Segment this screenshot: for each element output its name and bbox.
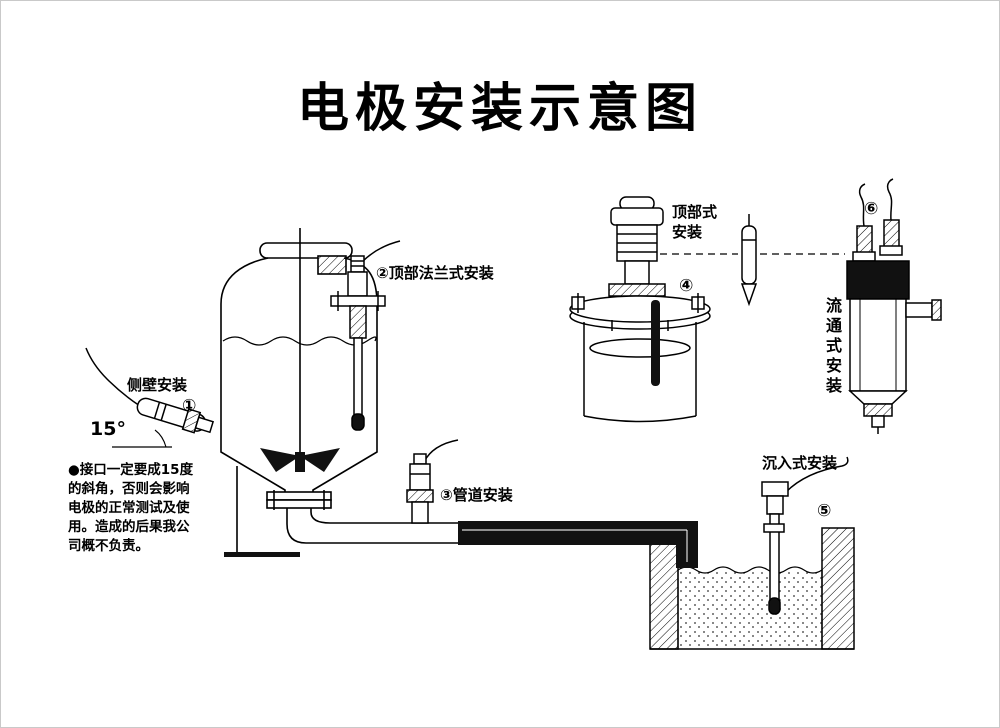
label-pipeline-install: ③管道安装 — [440, 486, 514, 504]
electrode-cable — [361, 240, 401, 263]
angle-arc — [154, 429, 167, 448]
pipeline-electrode — [406, 439, 459, 524]
sump-pit — [649, 522, 855, 650]
submerged-electrode — [761, 456, 849, 615]
num-4-badge: ④ — [679, 276, 693, 296]
drain-pipe — [458, 521, 698, 568]
stirrer-blade-left — [260, 448, 300, 472]
hanging-electrode — [651, 300, 660, 386]
top-flange-electrode — [330, 240, 401, 431]
note-line-2: 的斜角，否则会影响 — [68, 480, 190, 497]
num-1-badge: ① — [182, 396, 196, 416]
electrode-cable — [785, 456, 849, 493]
diagram-title: 电极安装示意图 — [296, 78, 703, 139]
label-side-wall-install: 侧壁安装 — [127, 376, 188, 394]
num-6-badge: ⑥ — [864, 199, 878, 219]
top-mount-vessel — [569, 196, 711, 423]
label-flow-through-install: 流通式安装 — [825, 296, 842, 395]
electrode-cable — [85, 347, 141, 407]
label-submerged-install: 沉入式安装 — [762, 454, 838, 472]
label-top-type-line2: 安装 — [672, 223, 703, 241]
side-wall-electrode — [85, 347, 215, 448]
electrode-cable — [423, 439, 459, 463]
note-line-3: 电极的正常测试及使 — [68, 499, 190, 516]
label-angle-15: 15° — [90, 418, 126, 440]
note-line-4: 用。造成的后果我公 — [68, 518, 190, 535]
stirrer-blade-right — [300, 448, 340, 472]
note-line-5: 司概不负责。 — [68, 537, 149, 554]
num-5-badge: ⑤ — [817, 501, 831, 521]
cable-left — [858, 183, 866, 227]
flow-cell — [846, 178, 942, 434]
reference-probe — [740, 214, 758, 307]
note-line-1: ●接口一定要成15度 — [68, 461, 194, 478]
cable-right — [886, 178, 894, 221]
label-top-flange-install: ②顶部法兰式安装 — [376, 264, 495, 282]
label-top-type-line1: 顶部式 — [672, 203, 717, 221]
